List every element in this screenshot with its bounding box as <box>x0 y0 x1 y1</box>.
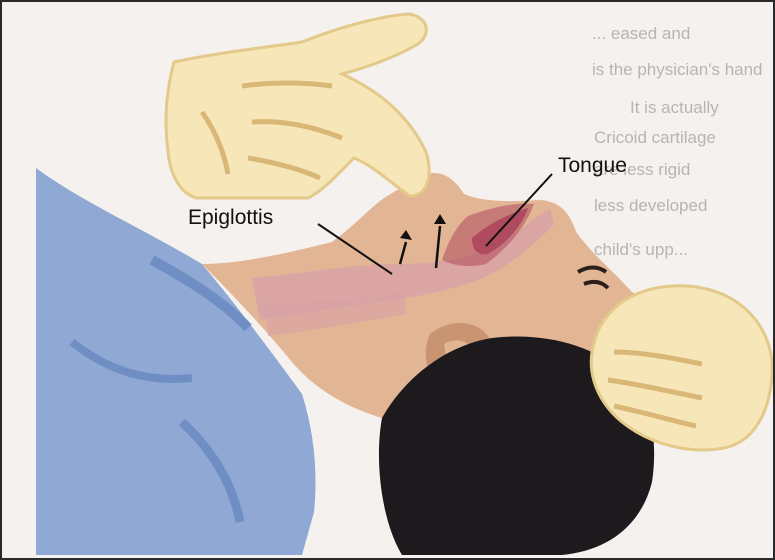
shirt <box>36 168 316 555</box>
epiglottis-label: Epiglottis <box>188 206 273 230</box>
tongue-label: Tongue <box>558 154 627 178</box>
